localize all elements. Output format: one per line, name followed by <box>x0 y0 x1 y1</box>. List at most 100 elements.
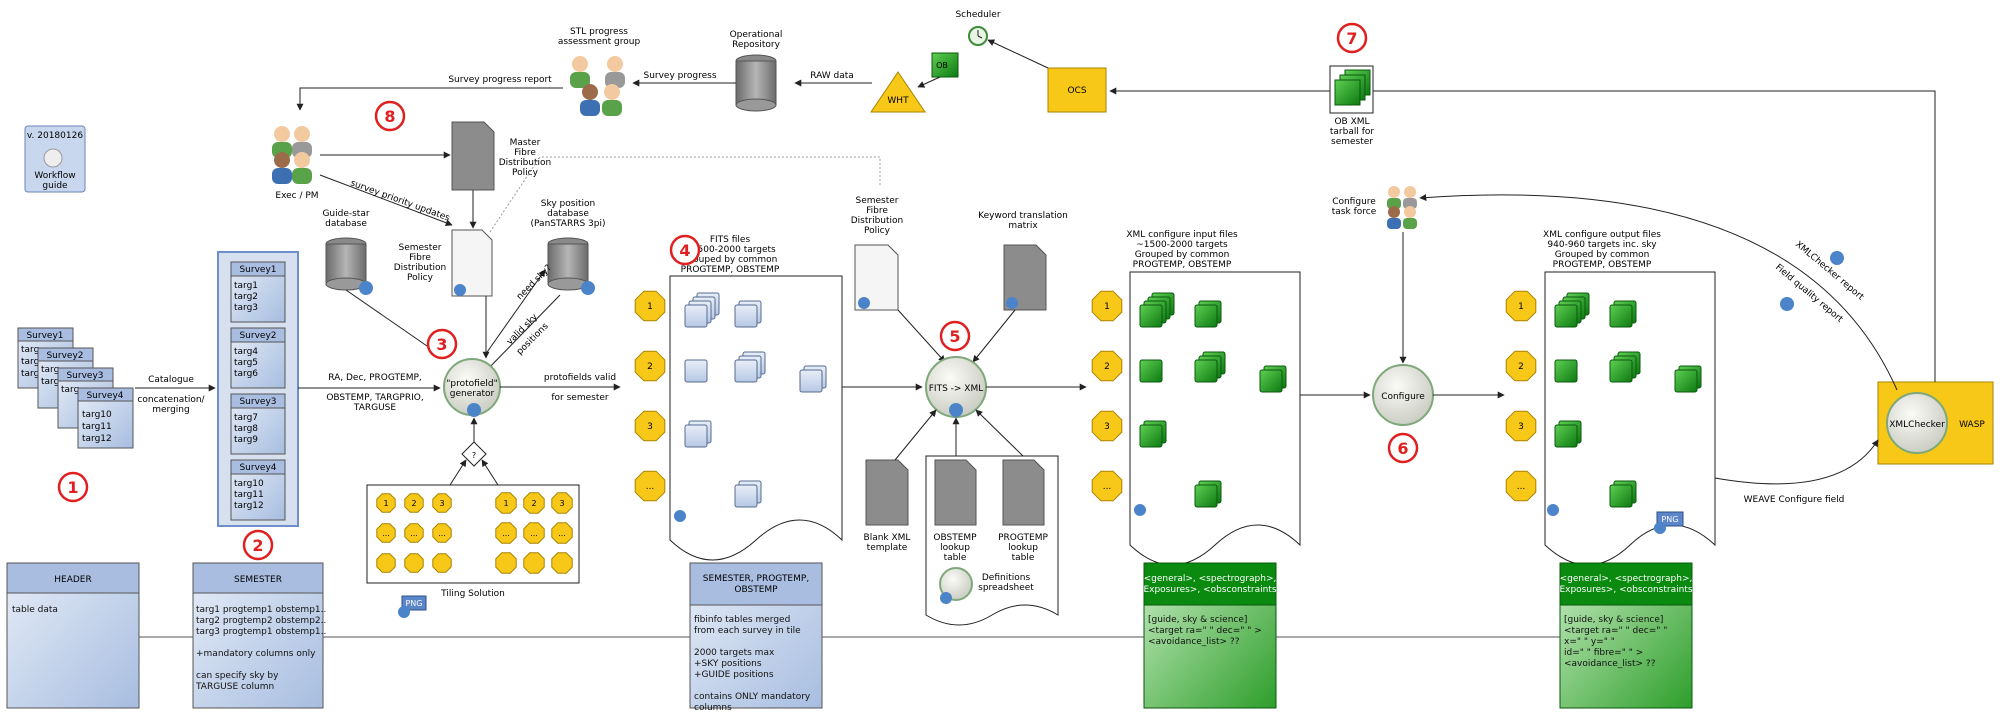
svg-text:Tiling Solution: Tiling Solution <box>440 589 505 599</box>
octagon-label: ... <box>382 529 390 538</box>
svg-text:targ: targ <box>21 369 39 379</box>
file-icon <box>1194 484 1218 508</box>
table-line: fibinfo tables merged <box>694 615 790 625</box>
table-xml-output: <general>, <spectrograph>, <Exposures>, … <box>1552 562 1700 709</box>
octagon-marker <box>551 552 573 574</box>
svg-text:WEAVE Configure field: WEAVE Configure field <box>1744 495 1845 505</box>
svg-text:lookup: lookup <box>940 543 970 553</box>
file-icon <box>1554 359 1578 383</box>
svg-text:targ: targ <box>41 377 59 387</box>
semester-fibre-policy-doc: Semester Fibre Distribution Policy <box>394 229 493 297</box>
fits-files-doc: FITS files ~1500-2000 targets Grouped by… <box>669 235 843 561</box>
octagon-label: 1 <box>383 499 388 508</box>
octagon-label: ... <box>530 529 538 538</box>
file-icon <box>1139 359 1163 383</box>
svg-text:PROGTEMP, OBSTEMP: PROGTEMP, OBSTEMP <box>1553 260 1652 270</box>
svg-text:Definitions: Definitions <box>982 573 1031 583</box>
svg-text:task force: task force <box>1332 207 1377 217</box>
table-line: targ2 progtemp2 obstemp2.. <box>196 616 326 626</box>
sky-position-database: Sky position database (PanSTARRS 3pi) <box>531 199 606 295</box>
svg-text:~1500-2000 targets: ~1500-2000 targets <box>1136 240 1228 250</box>
svg-text:targ: targ <box>41 365 59 375</box>
svg-text:RA, Dec, PROGTEMP,: RA, Dec, PROGTEMP, <box>328 373 422 383</box>
svg-text:Operational: Operational <box>730 30 783 40</box>
octagon-label: ... <box>1517 482 1526 492</box>
svg-text:merging: merging <box>152 405 189 415</box>
svg-text:targ: targ <box>21 345 39 355</box>
table-line: targ3 progtemp1 obstemp1.. <box>196 627 326 637</box>
svg-text:SEMESTER: SEMESTER <box>234 575 282 585</box>
survey-stack: Survey1 targ targ targ Survey2 targ targ… <box>17 327 134 449</box>
table-xml-input: <general>, <spectrograph>, <Exposures>, … <box>1136 562 1284 709</box>
step-8-marker <box>374 100 406 132</box>
octagon-label: ... <box>646 482 655 492</box>
svg-text:Sky position: Sky position <box>541 199 595 209</box>
png-icon: PNG <box>398 595 427 618</box>
survey-target: targ3 <box>234 303 258 313</box>
octagon-marker <box>551 522 573 544</box>
octagon-marker <box>523 522 545 544</box>
octagon-label: 1 <box>647 302 653 312</box>
table-line: +SKY positions <box>694 659 762 669</box>
table-line: +mandatory columns only <box>196 649 316 659</box>
octagon-marker <box>634 350 666 382</box>
file-icon <box>1554 424 1578 448</box>
svg-text:Survey progress report: Survey progress report <box>448 75 552 85</box>
step-1-marker <box>57 471 89 503</box>
svg-text:<Exposures>, <obsconstraints>: <Exposures>, <obsconstraints> <box>1552 585 1700 595</box>
octagon-marker <box>634 290 666 322</box>
file-icon <box>1259 369 1283 393</box>
svg-text:protofields valid: protofields valid <box>544 373 616 383</box>
svg-text:TARGUSE: TARGUSE <box>353 403 396 413</box>
protofield-generator[interactable]: "protofield" generator <box>443 358 501 417</box>
svg-text:OBSTEMP: OBSTEMP <box>933 533 977 543</box>
workflow-guide[interactable]: v. 20180126 Workflow guide <box>24 125 86 193</box>
semester-fibre-policy-doc-2: Semester Fibre Distribution Policy <box>851 196 903 311</box>
svg-text:Survey1: Survey1 <box>26 331 63 341</box>
table-line: columns <box>694 703 732 711</box>
svg-text:?: ? <box>472 451 476 460</box>
svg-text:table: table <box>944 553 967 563</box>
svg-text:guide: guide <box>42 181 68 191</box>
globe-icon <box>359 281 373 295</box>
svg-text:1: 1 <box>67 478 78 497</box>
octagon-marker <box>1505 290 1537 322</box>
globe-icon <box>581 281 595 295</box>
xmlchecker-node[interactable]: XMLChecker <box>1886 392 1948 454</box>
svg-text:(PanSTARRS 3pi): (PanSTARRS 3pi) <box>531 219 606 229</box>
octagon-marker <box>523 492 545 514</box>
svg-text:Exec / PM: Exec / PM <box>275 191 318 201</box>
octagon-label: 1 <box>1104 302 1110 312</box>
svg-text:PNG: PNG <box>405 599 422 608</box>
svg-text:Semester: Semester <box>855 196 898 206</box>
octagon-label: 3 <box>1518 422 1524 432</box>
octagon-marker <box>1091 350 1123 382</box>
octagon-label: 2 <box>1104 362 1110 372</box>
svg-text:matrix: matrix <box>1008 221 1038 231</box>
svg-text:Fibre: Fibre <box>409 253 431 263</box>
survey-card-title: Survey3 <box>239 397 276 407</box>
octagon-marker <box>523 552 545 574</box>
fits-to-xml-node[interactable]: FITS -> XML <box>925 356 987 418</box>
survey-target: targ8 <box>234 424 258 434</box>
file-icon <box>1609 359 1633 383</box>
svg-text:Grouped by common: Grouped by common <box>1555 250 1650 260</box>
file-icon <box>684 424 708 448</box>
survey-target: targ1 <box>234 281 258 291</box>
file-icon <box>734 359 758 383</box>
octagon-marker <box>404 493 424 513</box>
svg-text:concatenation/: concatenation/ <box>137 395 205 405</box>
svg-text:spreadsheet: spreadsheet <box>978 583 1034 593</box>
svg-text:Grouped by common: Grouped by common <box>1135 250 1230 260</box>
configure-node[interactable]: Configure <box>1372 364 1434 426</box>
svg-text:generator: generator <box>450 389 495 399</box>
ocs-box: OCS <box>1047 67 1107 113</box>
svg-text:Survey progress: Survey progress <box>643 71 716 81</box>
octagon-marker <box>376 553 396 573</box>
octagon-marker <box>432 553 452 573</box>
ob-icon: OB <box>931 52 959 78</box>
step-2-marker <box>242 529 274 561</box>
table-line: contains ONLY mandatory <box>694 692 811 702</box>
svg-text:RAW data: RAW data <box>810 71 854 81</box>
svg-text:STL progress: STL progress <box>570 27 628 37</box>
